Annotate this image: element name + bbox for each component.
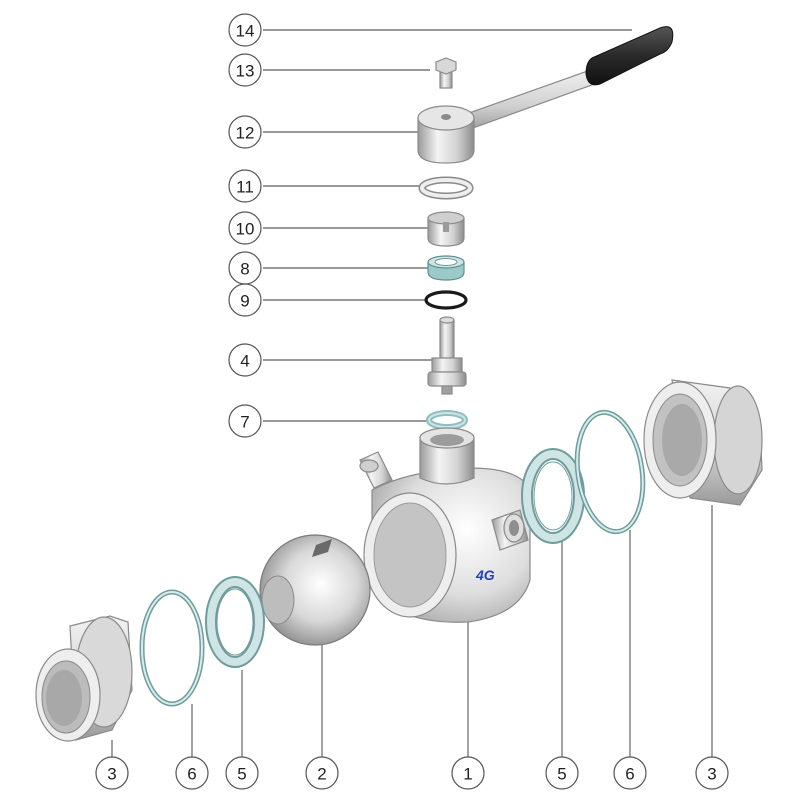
svg-text:2: 2 [317,765,326,784]
leader-lines [111,29,713,757]
svg-text:5: 5 [557,765,566,784]
callout-3-right: 3 [695,756,729,790]
callout-8: 8 [228,251,262,285]
gasket-5-left [205,576,265,668]
thin-gasket-6-right [574,409,646,535]
callout-10: 10 [228,211,262,245]
svg-text:13: 13 [236,62,255,81]
thin-gasket-6-left [139,589,205,707]
union-end-3-left [35,615,133,742]
callout-1: 1 [451,756,485,790]
svg-text:14: 14 [236,22,255,41]
bushing-10 [427,211,465,247]
ring-11 [418,176,474,200]
callout-9: 9 [228,283,262,317]
stem-4 [427,316,467,395]
svg-text:7: 7 [240,413,249,432]
callout-14: 14 [228,13,262,47]
gasket-8 [427,255,465,281]
svg-text:10: 10 [236,220,255,239]
o-ring-9 [424,290,468,310]
callouts: 14 13 12 11 10 8 9 4 [95,13,729,790]
svg-text:4: 4 [240,352,249,371]
handle-hub [417,105,475,164]
brand-logo: 4G [475,567,495,583]
callout-6-left: 6 [175,756,209,790]
svg-text:3: 3 [707,765,716,784]
bolt [435,57,457,89]
callout-5-left: 5 [225,756,259,790]
handle-lever [454,26,674,133]
gasket-5-right [521,448,585,544]
svg-text:6: 6 [187,765,196,784]
svg-text:9: 9 [240,292,249,311]
svg-text:6: 6 [625,765,634,784]
svg-text:12: 12 [236,124,255,143]
callout-4: 4 [228,343,262,377]
handle-grip [585,26,674,86]
valve-body: 4G [359,427,531,623]
callout-11: 11 [228,169,262,203]
callout-13: 13 [228,53,262,87]
callout-2: 2 [305,756,339,790]
callout-12: 12 [228,115,262,149]
svg-text:3: 3 [107,765,116,784]
callout-5-right: 5 [545,756,579,790]
callout-3-left: 3 [95,756,129,790]
union-end-3-right [643,379,763,506]
svg-text:1: 1 [463,765,472,784]
ball-2 [259,534,371,646]
svg-text:5: 5 [237,765,246,784]
svg-text:8: 8 [240,260,249,279]
gasket-7 [426,410,468,430]
svg-text:11: 11 [236,178,254,197]
callout-6-right: 6 [613,756,647,790]
callout-7: 7 [228,404,262,438]
